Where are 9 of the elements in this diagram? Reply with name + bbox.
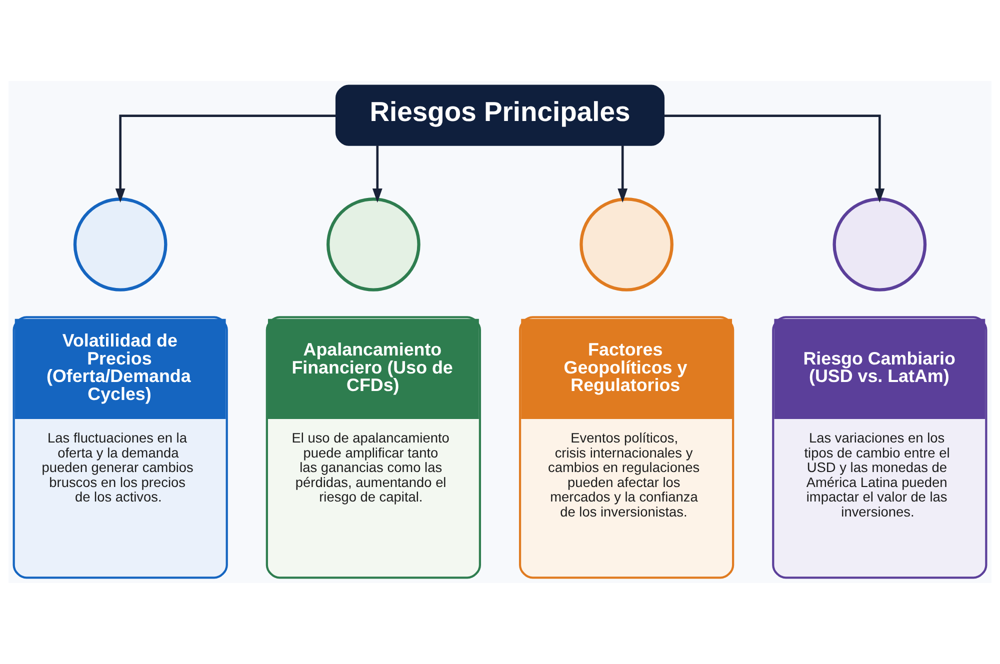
arrow [115,114,336,203]
arrow [618,146,628,203]
node-circle [73,198,168,292]
node-box: Riesgos Principales [335,84,665,146]
node-circle [832,198,927,292]
arrow [664,114,885,203]
arrow [372,146,382,203]
node-circle [580,198,674,292]
node-circle [326,198,420,292]
